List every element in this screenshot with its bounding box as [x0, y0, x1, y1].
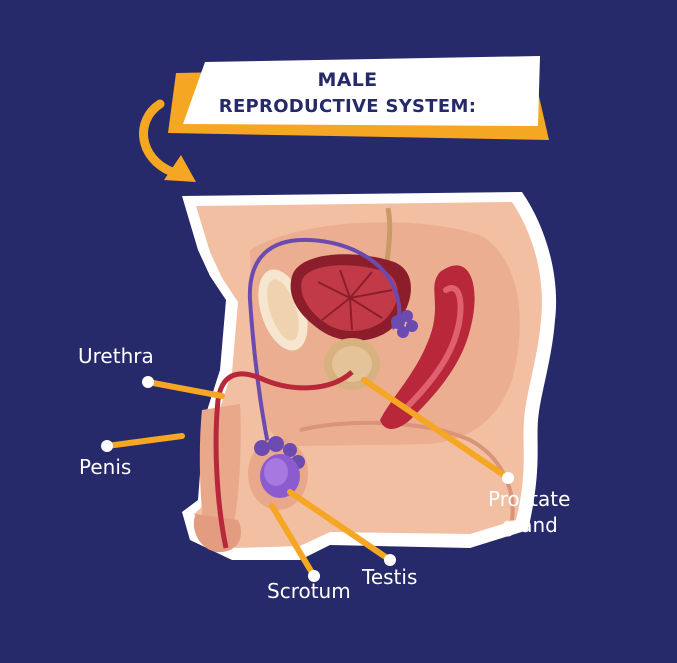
penis — [193, 404, 242, 553]
title-banner-card — [183, 56, 540, 126]
penis-leader-line — [104, 433, 185, 449]
rectum — [380, 265, 475, 429]
bladder — [290, 254, 411, 341]
thigh-fold — [299, 420, 515, 521]
label-prostate-line-2: gland — [502, 513, 558, 537]
title-line-2: REPRODUCTIVE SYSTEM: — [218, 96, 477, 117]
scrotum-leader-dot — [308, 570, 320, 582]
title-line-1: MALE — [317, 69, 378, 91]
label-prostate-line-1: Prostate — [488, 487, 571, 511]
testis-leader-line — [287, 489, 393, 563]
prostate-leader-line — [361, 377, 511, 481]
urethra-leader-line — [145, 379, 225, 399]
scrotum-testis — [248, 436, 308, 510]
label-testis: Testis — [362, 565, 418, 589]
label-urethra: Urethra — [78, 344, 154, 368]
prostate — [324, 338, 380, 390]
label-scrotum: Scrotum — [267, 579, 351, 603]
penis-leader-dot — [101, 440, 113, 452]
title-banner — [168, 56, 549, 140]
label-prostate-gland: Prostate gland — [488, 486, 570, 538]
testis-leader-dot — [384, 554, 396, 566]
urethra-leader-dot — [142, 376, 154, 388]
prostate-leader-dot — [502, 472, 514, 484]
urethra-tube — [213, 370, 354, 549]
vas-deferens — [247, 237, 402, 463]
curved-arrow-icon — [139, 99, 196, 182]
scrotum-leader-line — [269, 503, 317, 579]
label-penis: Penis — [79, 455, 132, 479]
